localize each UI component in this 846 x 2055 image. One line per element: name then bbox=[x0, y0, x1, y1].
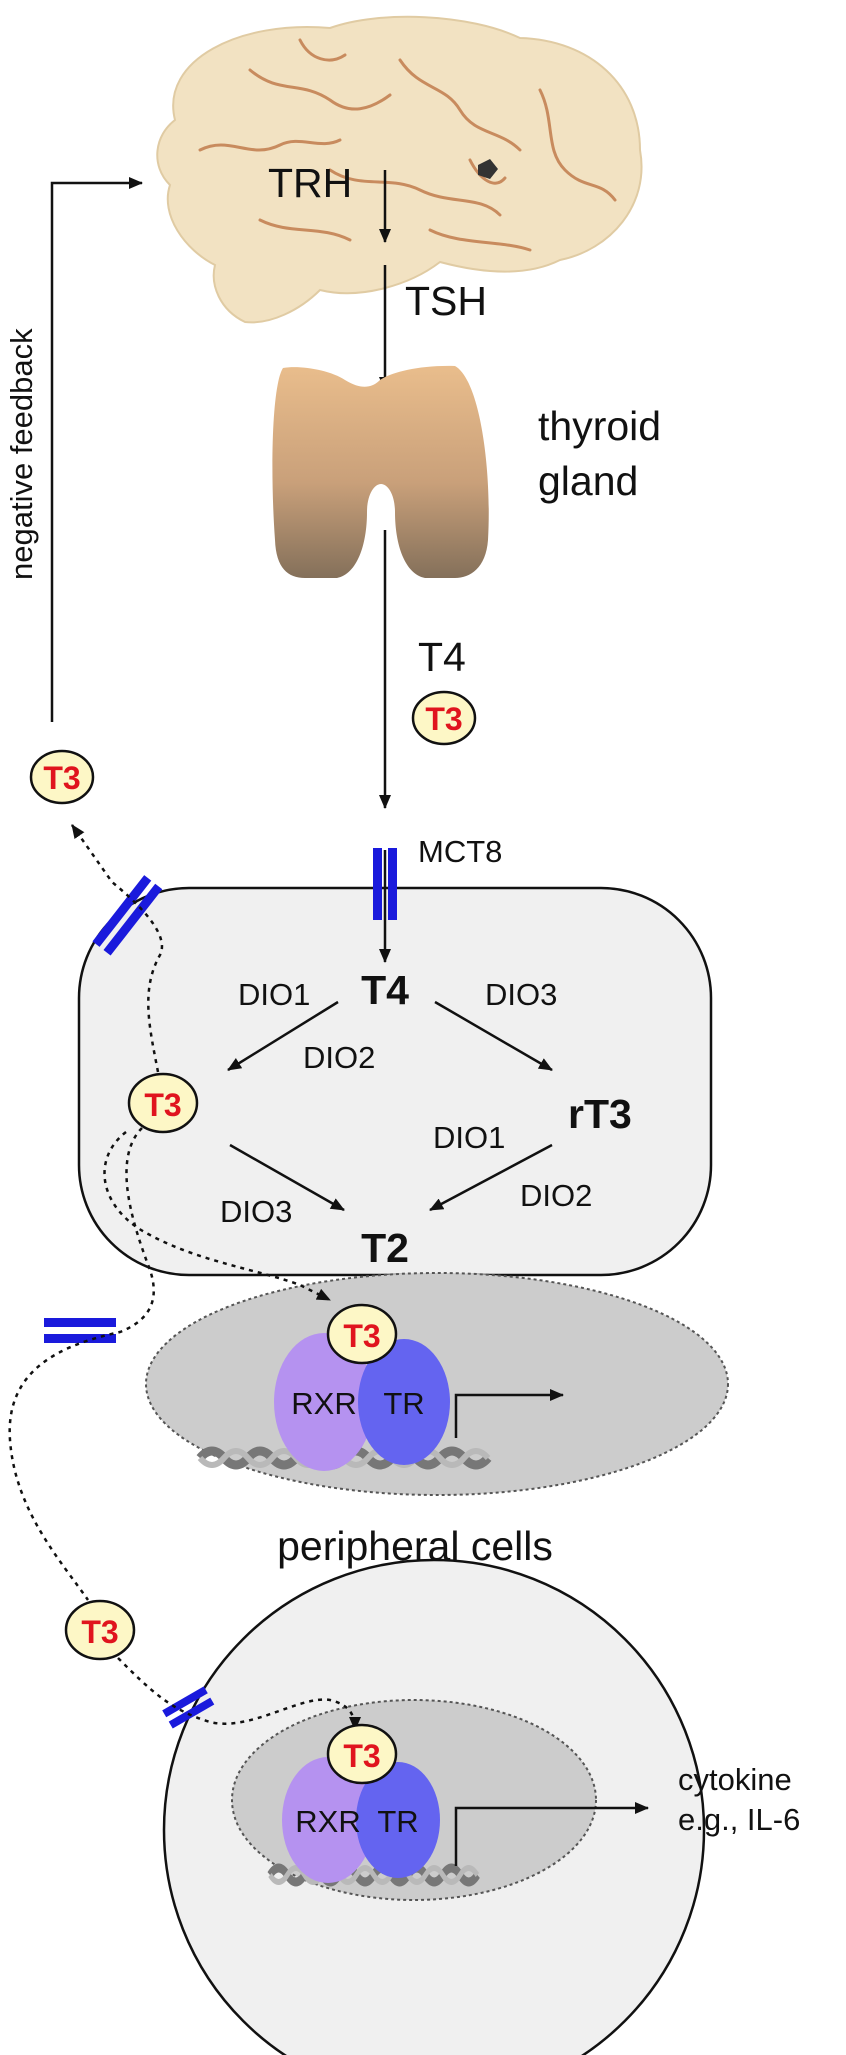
svg-text:T3: T3 bbox=[343, 1318, 380, 1354]
t3-nuclear-path-upper bbox=[103, 1131, 331, 1302]
rxr-label-upper: RXR bbox=[291, 1386, 356, 1421]
t3-badge-nucleus-upper: T3 bbox=[326, 1303, 398, 1365]
rxr-receptor-upper bbox=[274, 1333, 374, 1471]
t3-badge-extracellular: T3 bbox=[64, 1599, 136, 1661]
t4-cell-label: T4 bbox=[361, 967, 409, 1013]
t2-label: T2 bbox=[361, 1225, 409, 1271]
rt3-label: rT3 bbox=[568, 1091, 632, 1137]
mct8-transporter-icon bbox=[373, 848, 397, 920]
svg-text:T3: T3 bbox=[81, 1614, 118, 1650]
dio2-left-label: DIO2 bbox=[303, 1040, 375, 1075]
dio2-right-label: DIO2 bbox=[520, 1178, 592, 1213]
cytokine-label-line1: cytokine bbox=[678, 1762, 792, 1797]
t3-badge-secreted: T3 bbox=[411, 690, 477, 746]
tsh-label: TSH bbox=[405, 278, 487, 324]
t3-export-path-left bbox=[8, 1127, 155, 1601]
tr-receptor-upper bbox=[358, 1339, 450, 1465]
dio3-bottom-label: DIO3 bbox=[220, 1194, 292, 1229]
export-transporter-left-icon bbox=[44, 1318, 116, 1343]
t3-import-path-lower bbox=[117, 1657, 361, 1731]
thyroid-label-line2: gland bbox=[538, 458, 638, 504]
export-transporter-upper-icon bbox=[92, 875, 163, 956]
dio1-left-label: DIO1 bbox=[238, 977, 310, 1012]
t3-badge-feedback: T3 bbox=[29, 749, 95, 805]
t3-badge-nucleus-lower: T3 bbox=[326, 1723, 398, 1785]
thyroid-gland-icon bbox=[272, 365, 489, 578]
t3-to-t2-arrow bbox=[229, 1143, 345, 1212]
tr-label-upper: TR bbox=[383, 1386, 424, 1421]
t3-badge-cytoplasm: T3 bbox=[127, 1072, 199, 1134]
negative-feedback-label: negative feedback bbox=[4, 328, 39, 580]
t3-export-path-upper bbox=[70, 824, 164, 1073]
rt3-to-t2-arrow bbox=[429, 1143, 553, 1212]
transcription-arrow-upper bbox=[454, 1389, 564, 1438]
svg-text:T3: T3 bbox=[144, 1087, 181, 1123]
brain-illustration bbox=[156, 15, 643, 324]
t4-secreted-label: T4 bbox=[418, 634, 466, 680]
cytokine-transcription-arrow bbox=[454, 1802, 649, 1866]
import-transporter-lower-icon bbox=[162, 1686, 215, 1729]
tr-receptor-lower bbox=[356, 1762, 440, 1878]
svg-text:T3: T3 bbox=[343, 1738, 380, 1774]
rxr-label-lower: RXR bbox=[295, 1804, 360, 1839]
cytokine-label-line2: e.g., IL-6 bbox=[678, 1802, 800, 1837]
rxr-receptor-lower bbox=[282, 1757, 374, 1883]
negative-feedback-arrow bbox=[50, 177, 143, 722]
svg-text:T3: T3 bbox=[425, 701, 462, 737]
dio3-right-label: DIO3 bbox=[485, 977, 557, 1012]
mct8-label: MCT8 bbox=[418, 834, 502, 869]
svg-text:T3: T3 bbox=[43, 760, 80, 796]
t4-to-t3-arrow bbox=[227, 1000, 339, 1072]
tr-label-lower: TR bbox=[377, 1804, 418, 1839]
thyroid-label-line1: thyroid bbox=[538, 403, 661, 449]
t4-to-rt3-arrow bbox=[434, 1000, 553, 1072]
dio1-right-label: DIO1 bbox=[433, 1120, 505, 1155]
trh-label: TRH bbox=[268, 160, 352, 206]
